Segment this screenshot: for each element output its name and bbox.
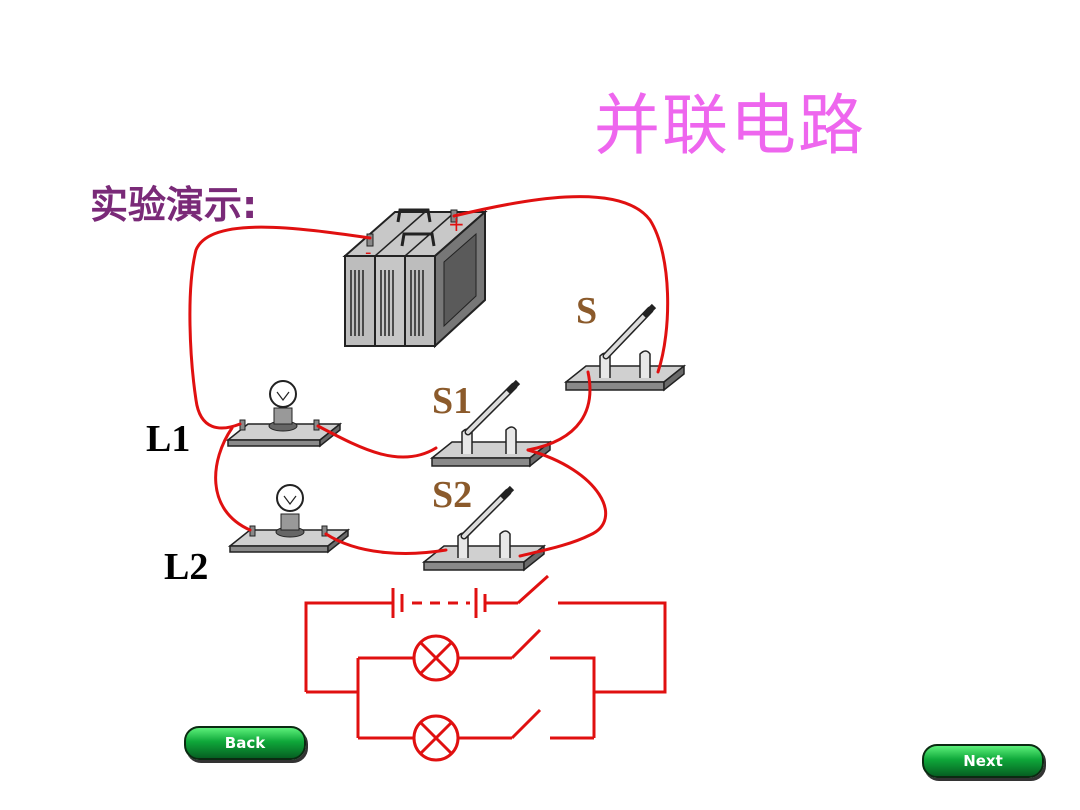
battery-plus-sign: + — [448, 212, 465, 236]
back-button[interactable]: Back — [184, 726, 306, 760]
switch-s2-icon — [421, 485, 547, 572]
switch-s-icon — [563, 303, 687, 392]
battery-icon — [342, 208, 488, 349]
circuit-wires — [188, 195, 670, 558]
label-s2: S2 — [432, 474, 473, 516]
lamp-l1-icon — [225, 380, 343, 448]
label-s: S — [576, 290, 598, 332]
schematic-diagram — [304, 574, 667, 762]
switch-s1-icon — [429, 379, 553, 468]
label-l1: L1 — [146, 418, 191, 460]
battery-minus-sign: - — [365, 242, 372, 263]
slide-title: 并联电路 — [594, 87, 866, 164]
lamp-l2-icon — [227, 484, 351, 554]
next-button[interactable]: Next — [922, 744, 1044, 778]
label-s1: S1 — [432, 380, 473, 422]
label-l2: L2 — [164, 546, 209, 588]
demo-heading: 实验演示: — [90, 183, 258, 227]
